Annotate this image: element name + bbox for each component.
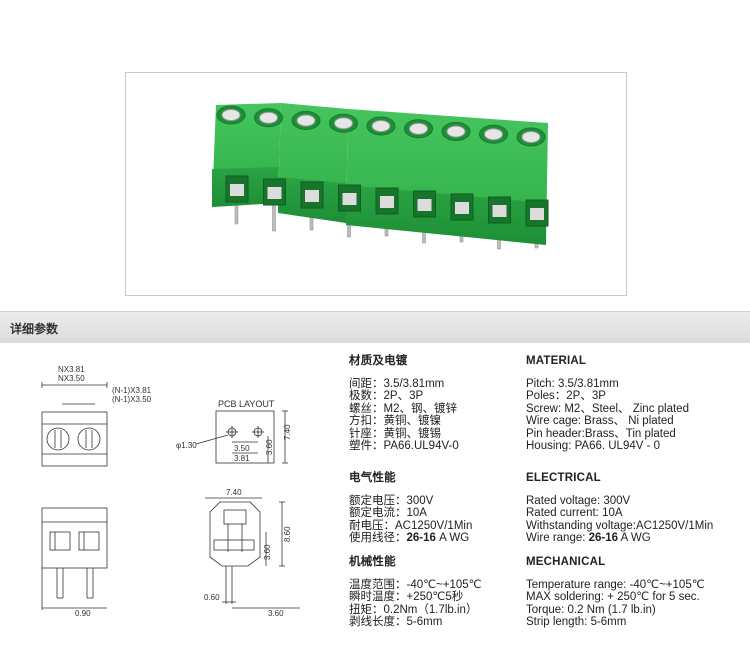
wire-cage-metal [380, 196, 394, 208]
en-electrical-line: Rated current: 10A [526, 507, 623, 519]
en-material-line: Wire cage: Brass、 Ni plated [526, 415, 674, 427]
wire-cages [225, 175, 549, 227]
cn-electrical-line: 耐电压：AC1250V/1Min [349, 519, 473, 532]
wire-cage-metal [342, 193, 357, 205]
wire-cage-metal [230, 184, 244, 196]
screw-head [446, 125, 466, 138]
product-photo-frame [125, 72, 627, 296]
dim-n1x350: (N-1)X3.50 [112, 395, 152, 404]
wire-cage-metal [492, 205, 507, 217]
screw-head [296, 114, 316, 127]
screw-head [221, 109, 241, 121]
en-material-line: Screw: M2、Steel、 Zinc plated [526, 402, 689, 415]
pcb-dim-381: 3.81 [234, 454, 250, 463]
dim-nx381: NX3.81 [58, 365, 85, 374]
cn-electrical-line: 额定电流：10A [349, 507, 427, 519]
cn-mechanical-group: 机械性能 温度范围：-40℃~+105℃ 瞬时温度：+250℃5秒 扭矩：0.2… [349, 556, 514, 629]
en-mechanical-heading: MECHANICAL [526, 556, 606, 568]
pcb-dim-360: 3.60 [265, 439, 274, 455]
cn-wire-suffix: A WG [435, 532, 470, 544]
cn-wire-range-line: 使用线径：26-16 A WG [349, 532, 514, 545]
wire-cage-metal [267, 187, 282, 199]
en-material-line: Pin header:Brass、Tin plated [526, 427, 676, 440]
side-dim-060: 0.60 [204, 593, 220, 602]
en-material-group: MATERIAL Pitch: 3.5/3.81mm Poles：2P、3P S… [526, 355, 748, 453]
technical-drawings: NX3.81 NX3.50 (N-1)X3.81 (N-1)X3.50 PCB … [41, 365, 300, 618]
cn-material-heading: 材质及电镀 [349, 355, 408, 367]
front-view-drawing: 0.90 [41, 507, 108, 618]
en-material-line: Housing: PA66. UL94V - 0 [526, 440, 661, 452]
screw-head [371, 120, 391, 132]
cn-material-line: 方扣：黄铜、镀镍 [349, 415, 441, 427]
en-electrical-line: Rated voltage: 300V [526, 494, 631, 507]
screw-head [259, 111, 278, 124]
dim-nx350: NX3.50 [58, 374, 85, 383]
cn-material-line: 塑件：PA66.UL94V-0 [349, 440, 459, 452]
side-view-drawing: 7.40 8.60 3.60 0.60 3.60 [204, 488, 300, 618]
cn-electrical-line: 额定电压：300V [349, 494, 434, 507]
terminal-block-photo [212, 103, 549, 250]
en-wire-suffix: A WG [618, 532, 651, 544]
en-mechanical-line: Temperature range: -40℃~+105℃ [526, 578, 705, 591]
en-electrical-group: ELECTRICAL Rated voltage: 300V Rated cur… [526, 472, 748, 545]
cn-mechanical-line: 温度范围：-40℃~+105℃ [349, 578, 482, 591]
pcb-layout-drawing: PCB LAYOUT φ1.30 3.50 3.81 7.40 3.60 [176, 399, 292, 464]
cn-electrical-group: 电气性能 额定电压：300V 额定电流：10A 耐电压：AC1250V/1Min… [349, 472, 514, 545]
en-wire-awg-value: 26-16 [588, 532, 619, 544]
en-mechanical-group: MECHANICAL Temperature range: -40℃~+105℃… [526, 556, 748, 629]
cn-wire-awg-value: 26-16 [406, 532, 436, 544]
pcb-dim-350: 3.50 [234, 444, 250, 453]
pcb-layout-title: PCB LAYOUT [218, 399, 275, 409]
screw-head [409, 122, 428, 135]
section-header-bar: 详细参数 [0, 311, 750, 343]
screw-head [484, 128, 503, 141]
cn-electrical-heading: 电气性能 [349, 472, 396, 484]
cn-material-line: 针座：黄铜、镀锡 [349, 427, 441, 440]
pcb-hole-diameter: φ1.30 [176, 441, 197, 450]
screw-head [334, 117, 353, 130]
en-wire-prefix: Wire range: [526, 532, 589, 544]
section-title: 详细参数 [10, 322, 59, 336]
wire-cage-metal [455, 202, 469, 214]
dim-n1x381: (N-1)X3.81 [112, 386, 152, 395]
wire-cage-metal [305, 190, 319, 202]
en-mechanical-line: Torque: 0.2 Nm (1.7 lb.in) [526, 603, 656, 616]
en-material-line: Pitch: 3.5/3.81mm [526, 377, 619, 390]
cn-material-line: 螺丝：M2、钢、镀锌 [349, 402, 457, 415]
en-wire-range-line: Wire range: 26-16 A WG [526, 532, 748, 545]
top-view-drawing: NX3.81 NX3.50 (N-1)X3.81 (N-1)X3.50 [41, 365, 152, 467]
cn-wire-prefix: 使用线径： [349, 532, 407, 544]
cn-mechanical-line: 瞬时温度：+250℃5秒 [349, 591, 464, 603]
en-mechanical-line: MAX soldering: + 250℃ for 5 sec. [526, 591, 700, 603]
cn-material-line: 极数：2P、3P [349, 390, 424, 402]
en-material-line: Poles：2P、3P [526, 390, 606, 402]
en-material-heading: MATERIAL [526, 355, 587, 367]
cn-material-group: 材质及电镀 间距：3.5/3.81mm 极数：2P、3P 螺丝：M2、钢、镀锌 … [349, 355, 514, 453]
side-dim-360-bottom: 3.60 [268, 609, 284, 618]
screw-holes [216, 105, 546, 147]
front-dim-090: 0.90 [75, 609, 91, 618]
en-electrical-heading: ELECTRICAL [526, 472, 601, 484]
cn-mechanical-heading: 机械性能 [349, 556, 396, 568]
screw-head [521, 131, 541, 143]
cn-mechanical-line: 剥线长度：5-6mm [349, 616, 443, 628]
wire-cage-metal [530, 208, 544, 220]
side-dim-860: 8.60 [283, 526, 292, 542]
wire-cage-metal [417, 199, 432, 211]
side-dim-360: 3.60 [263, 544, 272, 560]
en-mechanical-line: Strip length: 5-6mm [526, 616, 627, 628]
side-dim-740: 7.40 [226, 488, 242, 497]
cn-mechanical-line: 扭矩：0.2Nm（1.7lb.in） [349, 603, 478, 616]
en-electrical-line: Withstanding voltage:AC1250V/1Min [526, 519, 714, 532]
pcb-dim-740: 7.40 [283, 424, 292, 440]
cn-material-line: 间距：3.5/3.81mm [349, 377, 445, 390]
